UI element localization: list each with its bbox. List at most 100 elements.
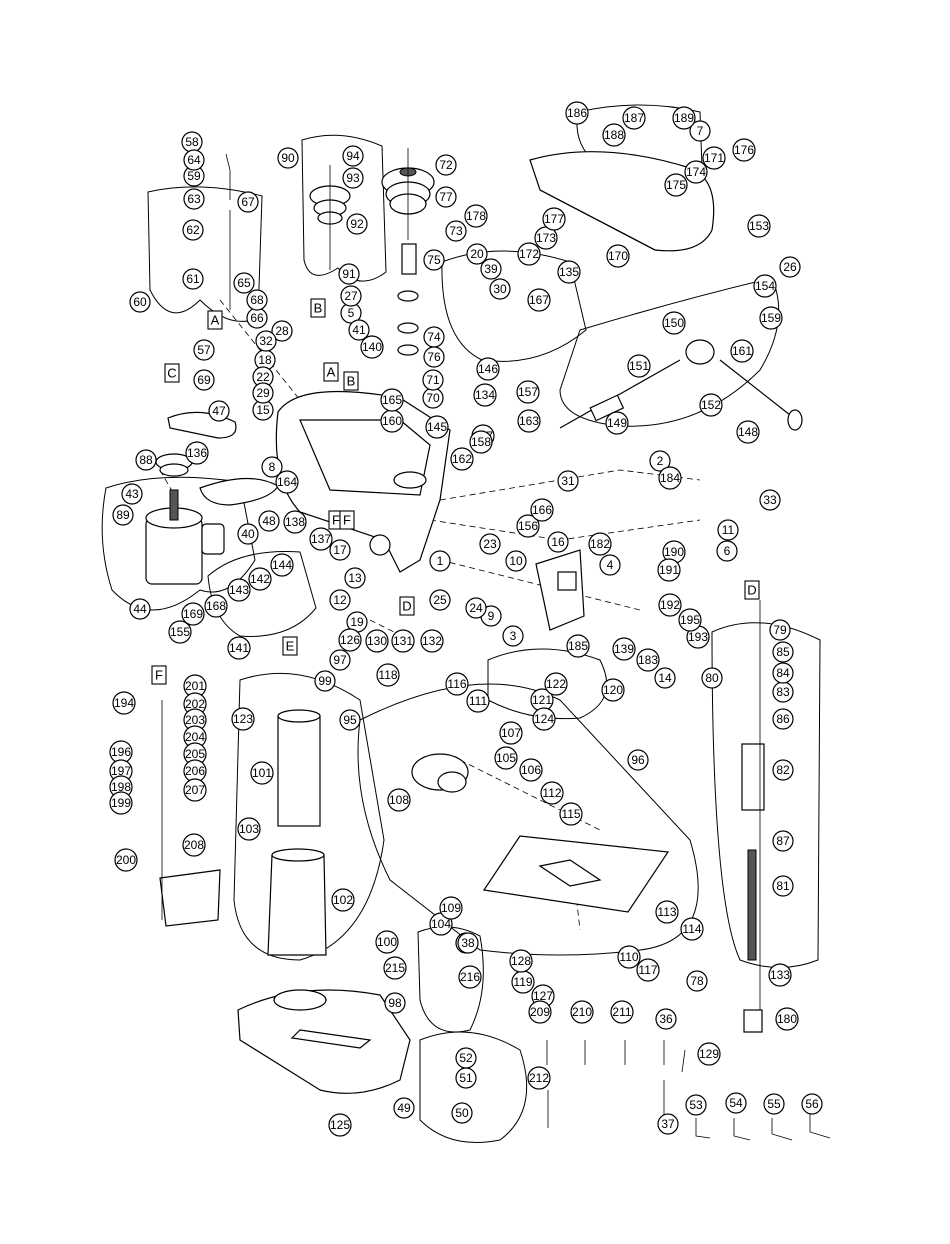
- part-callouts: 1234567891011121314151617181920222324252…: [109, 101, 823, 1137]
- callout-number: 194: [114, 696, 134, 710]
- callout-circle: [248, 567, 272, 591]
- callout-8: 8: [261, 456, 283, 478]
- callout-circle: [340, 285, 362, 307]
- callout-number: 83: [776, 685, 790, 699]
- callout-circle: [570, 1000, 594, 1024]
- callout-124: 124: [532, 707, 556, 731]
- callout-circle: [702, 146, 726, 170]
- callout-number: 54: [729, 1096, 743, 1110]
- callout-number: 30: [493, 282, 507, 296]
- callout-circle: [114, 848, 138, 872]
- callout-number: 160: [382, 414, 402, 428]
- callout-153: 153: [747, 214, 771, 238]
- callout-number: 123: [233, 712, 253, 726]
- callout-41: 41: [348, 319, 370, 341]
- callout-circle: [769, 619, 791, 641]
- callout-number: 211: [612, 1005, 631, 1019]
- callout-circle: [182, 268, 204, 290]
- callout-number: 56: [805, 1097, 819, 1111]
- callout-49: 49: [393, 1097, 415, 1119]
- callout-53: 53: [685, 1094, 707, 1116]
- callout-number: 119: [513, 975, 532, 989]
- callout-number: 41: [352, 323, 366, 337]
- callout-circle: [701, 667, 723, 689]
- callout-number: 164: [277, 475, 297, 489]
- callout-circle: [464, 204, 488, 228]
- callout-number: 126: [340, 633, 360, 647]
- callout-circle: [527, 288, 551, 312]
- group-141-outline: [207, 551, 317, 637]
- callout-81: 81: [772, 875, 794, 897]
- callout-number: 153: [749, 219, 769, 233]
- callout-number: 15: [256, 403, 270, 417]
- callout-number: 48: [262, 514, 276, 528]
- callout-circle: [602, 123, 626, 147]
- callout-number: 167: [529, 293, 549, 307]
- callout-55: 55: [763, 1093, 785, 1115]
- callout-158: 158: [469, 430, 493, 454]
- callout-117: 117: [636, 958, 660, 982]
- callout-95: 95: [339, 709, 361, 731]
- callout-number: 115: [561, 807, 580, 821]
- callout-number: 52: [459, 1051, 473, 1065]
- callout-number: 165: [382, 393, 402, 407]
- callout-193: 193: [686, 625, 710, 649]
- callout-circle: [423, 249, 445, 271]
- callout-number: 11: [722, 523, 735, 537]
- callout-208: 208: [182, 833, 206, 857]
- callout-180: 180: [775, 1007, 799, 1031]
- callout-circle: [450, 447, 474, 471]
- callout-circle: [684, 160, 708, 184]
- callout-number: 36: [659, 1012, 673, 1026]
- callout-circle: [686, 970, 708, 992]
- callout-circle: [505, 550, 527, 572]
- callout-176: 176: [732, 138, 756, 162]
- reference-box-D: D: [744, 580, 760, 600]
- callout-number: 151: [629, 359, 649, 373]
- callout-number: 82: [776, 763, 790, 777]
- callout-167: 167: [527, 288, 551, 312]
- callout-141: 141: [227, 636, 251, 660]
- callout-number: 132: [422, 634, 442, 648]
- callout-203: 203: [183, 708, 207, 732]
- callout-134: 134: [473, 383, 497, 407]
- callout-number: 216: [460, 970, 480, 984]
- callout-165: 165: [380, 388, 404, 412]
- callout-circle: [599, 554, 621, 576]
- callout-118: 118: [376, 663, 400, 687]
- callout-circle: [801, 1093, 823, 1115]
- callout-circle: [112, 504, 134, 526]
- callout-circle: [612, 637, 636, 661]
- callout-number: 139: [614, 642, 634, 656]
- callout-circle: [183, 778, 207, 802]
- callout-171: 171: [702, 146, 726, 170]
- callout-number: 159: [761, 311, 781, 325]
- callout-circle: [466, 689, 490, 713]
- callout-number: 2: [657, 454, 664, 468]
- reference-letter: A: [211, 313, 220, 328]
- callout-circle: [338, 263, 360, 285]
- callout-207: 207: [183, 778, 207, 802]
- callout-circle: [509, 949, 533, 973]
- callout-66: 66: [246, 307, 268, 329]
- callout-62: 62: [182, 219, 204, 241]
- callout-number: 206: [185, 764, 205, 778]
- callout-139: 139: [612, 637, 636, 661]
- callout-12: 12: [329, 589, 351, 611]
- callout-number: 134: [475, 388, 495, 402]
- callout-116: 116: [445, 672, 469, 696]
- callout-88: 88: [135, 449, 157, 471]
- callout-184: 184: [658, 466, 682, 490]
- callout-number: 144: [272, 558, 292, 572]
- callout-26: 26: [779, 256, 801, 278]
- callout-76: 76: [423, 346, 445, 368]
- callout-circle: [655, 900, 679, 924]
- callout-170: 170: [606, 244, 630, 268]
- callout-64: 64: [183, 149, 205, 171]
- callout-211: 211: [610, 1000, 634, 1024]
- callout-number: 95: [343, 713, 357, 727]
- callout-52: 52: [455, 1047, 477, 1069]
- callout-number: 63: [187, 192, 201, 206]
- callout-44: 44: [129, 598, 151, 620]
- callout-number: 87: [776, 834, 790, 848]
